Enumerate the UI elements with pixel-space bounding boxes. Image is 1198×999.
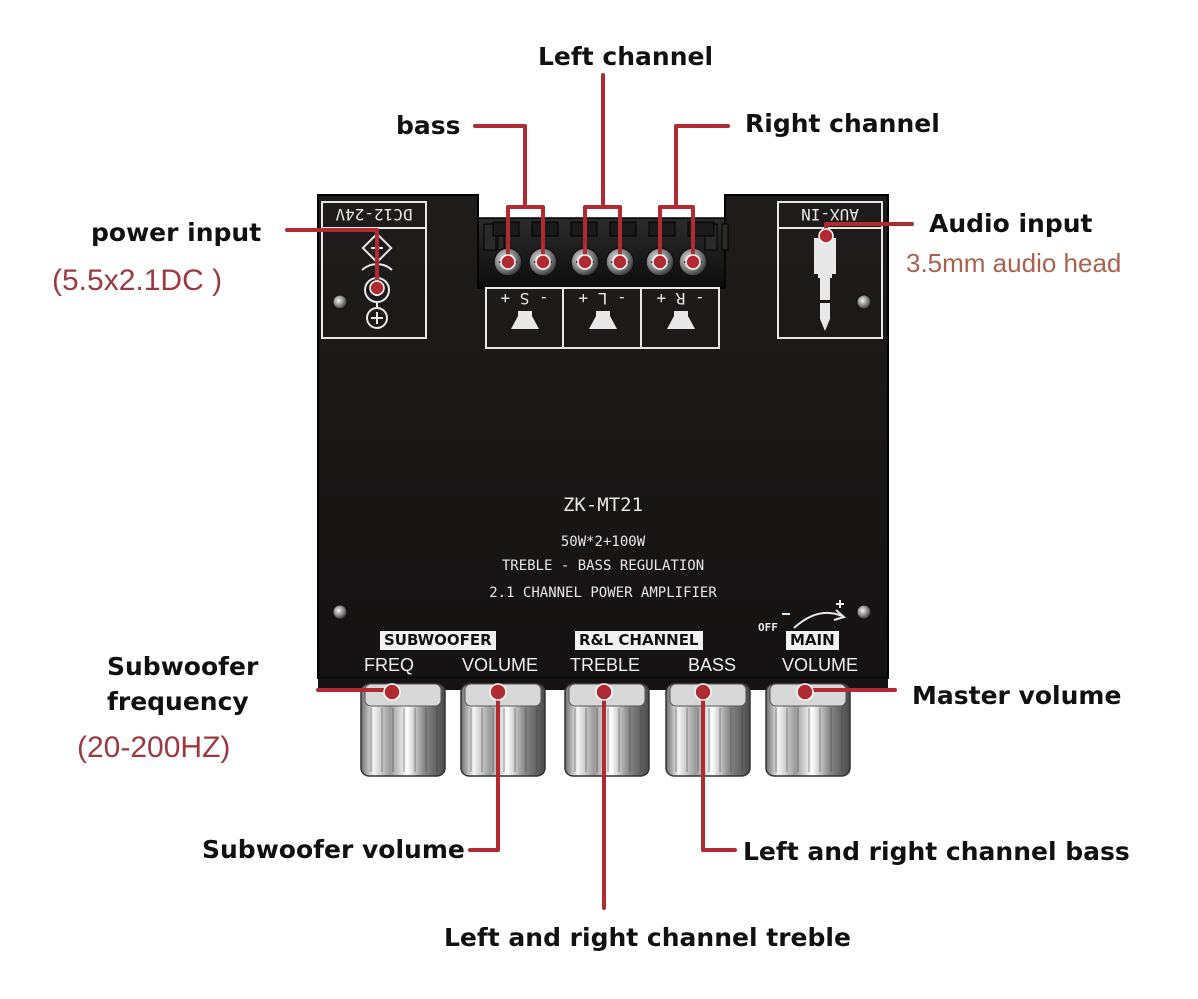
subwoofer-frequency-label-line1: Subwoofer <box>107 652 259 681</box>
model-name: ZK-MT21 <box>562 494 644 516</box>
master-volume-label: Master volume <box>912 681 1122 710</box>
lr-treble-label: Left and right channel treble <box>444 923 851 952</box>
knob-label-main-volume: VOLUME <box>782 655 859 675</box>
terminal-label-s: - S + <box>500 289 549 308</box>
callout-lr-bass <box>701 690 737 852</box>
speaker-icon <box>667 311 695 329</box>
volume-direction-arrow <box>782 600 847 629</box>
speaker-terminal-block <box>477 217 729 289</box>
speaker-icon <box>589 311 617 329</box>
subwoofer-group-badge: SUBWOOFER <box>380 631 496 650</box>
audio-jack-icon <box>814 238 836 331</box>
audio-input-label: Audio input <box>929 209 1093 238</box>
left-channel-label: Left channel <box>538 42 714 71</box>
terminal-label-r: - R + <box>656 289 705 308</box>
right-channel-label: Right channel <box>745 109 940 138</box>
terminal-label-l: - L + <box>578 289 627 308</box>
mount-screw <box>856 294 872 310</box>
callout-dots <box>369 228 834 701</box>
callout-power-input <box>285 228 379 285</box>
rl-channel-group-badge: R&L CHANNEL <box>575 631 703 650</box>
bass-label: bass <box>396 111 461 140</box>
knob <box>360 683 446 777</box>
main-group-badge: MAIN <box>786 631 839 650</box>
power-input-label: power input <box>91 218 262 247</box>
description-text: 2.1 CHANNEL POWER AMPLIFIER <box>489 585 717 601</box>
terminal-label-boxes <box>485 287 720 349</box>
subwoofer-frequency-label-line2: frequency <box>107 687 249 716</box>
knob-label-bass: BASS <box>688 655 737 675</box>
knob <box>665 683 751 777</box>
mount-screw <box>856 604 872 620</box>
callout-subwoofer-volume <box>468 690 500 852</box>
knob-label-freq: FREQ <box>364 655 415 675</box>
aux-in-marking: AUX-IN <box>801 205 859 224</box>
power-rating: 50W*2+100W <box>560 534 646 550</box>
audio-input-spec: 3.5mm audio head <box>906 248 1122 278</box>
knob-label-treble: TREBLE <box>570 655 641 675</box>
off-marking: OFF <box>758 621 778 634</box>
power-input-spec: (5.5x2.1DC ) <box>52 264 223 297</box>
subwoofer-frequency-spec: (20-200HZ) <box>77 731 231 764</box>
knob-label-sub-volume: VOLUME <box>462 655 539 675</box>
dc-voltage-marking: DC12-24V <box>335 205 413 224</box>
lr-bass-label: Left and right channel bass <box>743 837 1130 866</box>
callout-left-channel <box>583 73 605 264</box>
feature-text: TREBLE - BASS REGULATION <box>501 558 705 574</box>
aux-in-jack-marking <box>777 201 883 339</box>
subwoofer-volume-label: Subwoofer volume <box>202 835 465 864</box>
callout-lines <box>285 73 914 910</box>
mount-screw <box>332 294 348 310</box>
speaker-icon <box>511 311 539 329</box>
speaker-icons <box>511 311 695 329</box>
mount-screw <box>332 604 348 620</box>
